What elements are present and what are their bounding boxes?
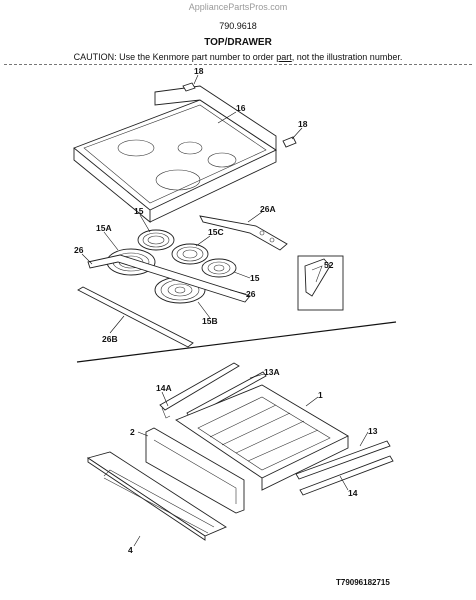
section-title: TOP/DRAWER — [204, 37, 272, 48]
site-watermark: AppliancePartsPros.com — [188, 2, 288, 12]
rail-part-14 — [299, 455, 394, 496]
callout-14: 14 — [348, 488, 358, 498]
callout-16: 16 — [236, 103, 246, 113]
callout-labels: 18 16 18 26A 15 15A 15C 26 15 26 52 15B … — [74, 66, 378, 555]
callout-13: 13 — [368, 426, 378, 436]
clip-part-18-left — [182, 82, 196, 92]
caution-suffix: , not the illustration number. — [291, 52, 403, 62]
callout-26b: 26B — [102, 334, 118, 344]
burner-elements — [87, 229, 251, 304]
caution-prefix: CAUTION: Use the Kenmore part number to … — [73, 52, 277, 62]
callout-18-left: 18 — [194, 66, 204, 76]
bracket-part-26a — [199, 215, 288, 251]
part-52-inset — [297, 255, 344, 311]
callout-15-top: 15 — [134, 206, 144, 216]
leader-lines — [81, 74, 369, 547]
callout-18-right: 18 — [298, 119, 308, 129]
caution-part-link[interactable]: part — [276, 52, 292, 62]
drawer-panel-part-4 — [86, 451, 227, 541]
model-number: 790.9618 — [219, 21, 257, 31]
callout-26a: 26A — [260, 204, 276, 214]
cooktop-part — [73, 85, 277, 223]
surface-element-15-top — [137, 229, 175, 251]
trim-strip-part-26b — [77, 286, 194, 348]
diagram-reference-code: T79096182715 — [336, 578, 390, 587]
drawer-front-frame-part-2 — [145, 427, 245, 514]
callout-13a: 13A — [264, 367, 280, 377]
callout-2: 2 — [130, 427, 135, 437]
section-divider — [76, 321, 397, 363]
surface-element-15-right — [201, 258, 237, 278]
header-divider — [4, 64, 472, 65]
callout-26-right: 26 — [246, 289, 256, 299]
clip-part-18-right — [282, 136, 297, 148]
element-support-bracket — [87, 254, 251, 303]
drawer-body-part-1 — [175, 384, 349, 491]
callout-26-left: 26 — [74, 245, 84, 255]
surface-element-15c — [171, 243, 209, 265]
callout-15a: 15A — [96, 223, 112, 233]
callout-1: 1 — [318, 390, 323, 400]
callout-15b: 15B — [202, 316, 218, 326]
callout-4: 4 — [128, 545, 133, 555]
callout-52: 52 — [324, 260, 334, 270]
callout-15c: 15C — [208, 227, 224, 237]
rail-part-13 — [295, 440, 391, 480]
callout-14a: 14A — [156, 383, 172, 393]
callout-15-right: 15 — [250, 273, 260, 283]
rail-part-14a — [159, 362, 240, 419]
caution-notice: CAUTION: Use the Kenmore part number to … — [0, 52, 476, 62]
